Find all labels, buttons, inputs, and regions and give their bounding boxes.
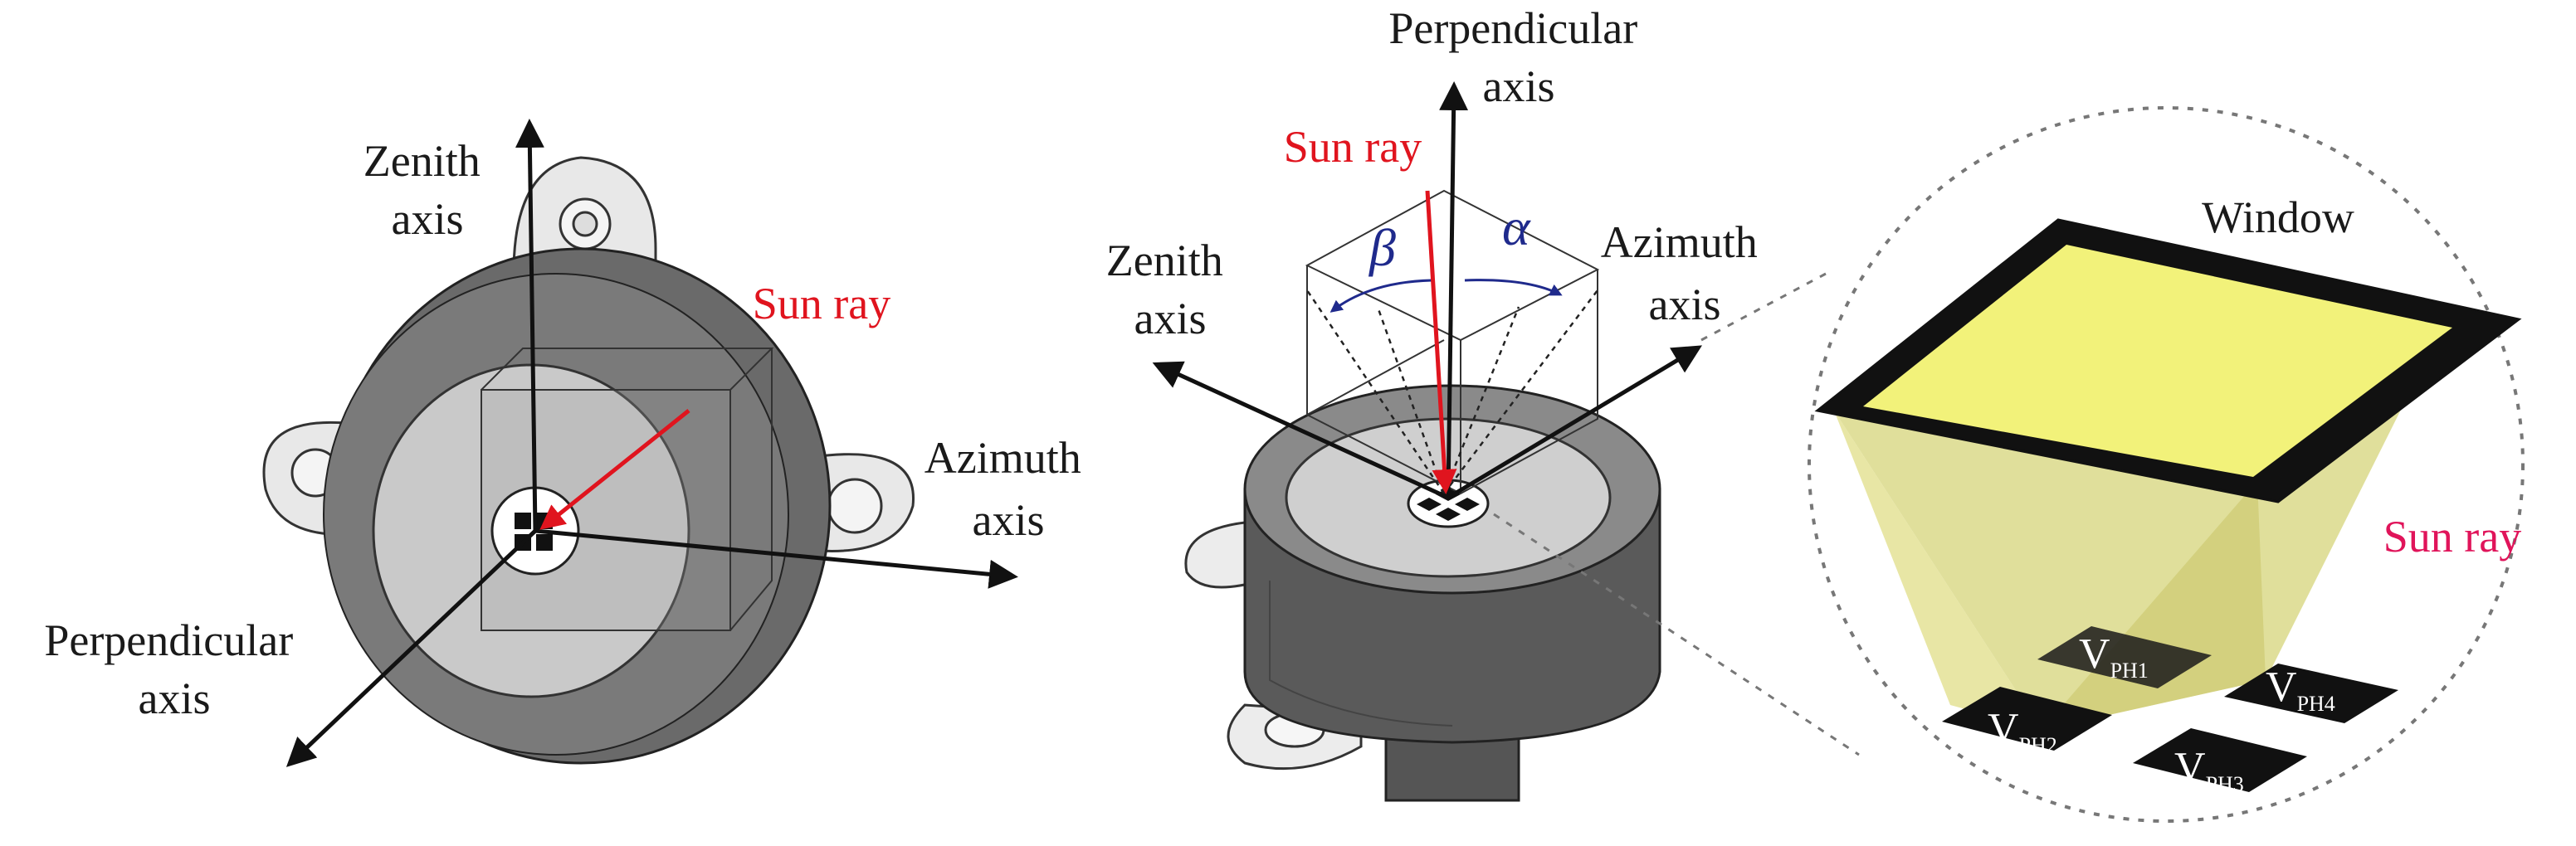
- middle-reference-cube: [1305, 189, 1600, 495]
- detail-window-glass: [1863, 245, 2452, 477]
- ph1-label: VPH1: [2079, 630, 2149, 683]
- middle-sun-ray-label: Sun ray: [1284, 122, 1422, 172]
- ph4-label: VPH4: [2266, 664, 2335, 716]
- detail-sun-ray-label: Sun ray: [2383, 512, 2521, 562]
- beta-angle-arc: [1329, 279, 1432, 313]
- detail-zoom-circle: [1808, 106, 2525, 823]
- photodiode-ph3: [2133, 728, 2307, 792]
- middle-azimuth-label: Azimuth axis: [1601, 217, 1769, 329]
- alpha-angle-arc: [1464, 279, 1563, 296]
- photodiode-ph1: [2037, 626, 2212, 688]
- middle-zenith-label: Zenith axis: [1106, 236, 1234, 343]
- middle-zenith-axis-arrow: [1152, 361, 1450, 500]
- middle-perpendicular-axis-arrow: [1439, 81, 1469, 498]
- left-sun-ray-arrow: [539, 409, 690, 530]
- detail-window-label: Window: [2202, 192, 2354, 242]
- left-zenith-axis-arrow: [515, 119, 544, 532]
- ph3-label: VPH3: [2174, 744, 2244, 796]
- photodiode-ph4: [2224, 664, 2398, 723]
- photodiode-ph2: [1942, 687, 2112, 751]
- detail-view: VPH1 VPH2 VPH3 VPH4 Window Sun ray: [1808, 106, 2525, 823]
- left-azimuth-label: Azimuth axis: [925, 433, 1092, 545]
- ph2-label: VPH2: [1988, 705, 2057, 757]
- detail-photodiodes: [1942, 626, 2398, 792]
- alpha-symbol: α: [1502, 197, 1531, 256]
- left-sensor-view: Zenith axis Sun ray Azimuth axis Perpend…: [44, 119, 1092, 767]
- middle-sun-ray-arrow: [1425, 190, 1457, 494]
- left-zenith-label: Zenith axis: [363, 136, 491, 244]
- beta-symbol: β: [1368, 218, 1396, 277]
- left-azimuth-axis-arrow: [534, 528, 1018, 589]
- zoom-leader-bottom: [1493, 513, 1860, 756]
- left-perpendicular-label: Perpendicular axis: [44, 615, 304, 723]
- middle-sensor-view: β α Perpendicular axis Sun ray Zenith ax…: [1106, 3, 1860, 802]
- middle-perpendicular-label: Perpendicular axis: [1388, 3, 1648, 111]
- left-sun-ray-label: Sun ray: [753, 279, 890, 328]
- middle-projection-lines: [1305, 289, 1598, 494]
- middle-azimuth-axis-arrow: [1447, 345, 1703, 500]
- left-perpendicular-axis-arrow: [285, 529, 537, 767]
